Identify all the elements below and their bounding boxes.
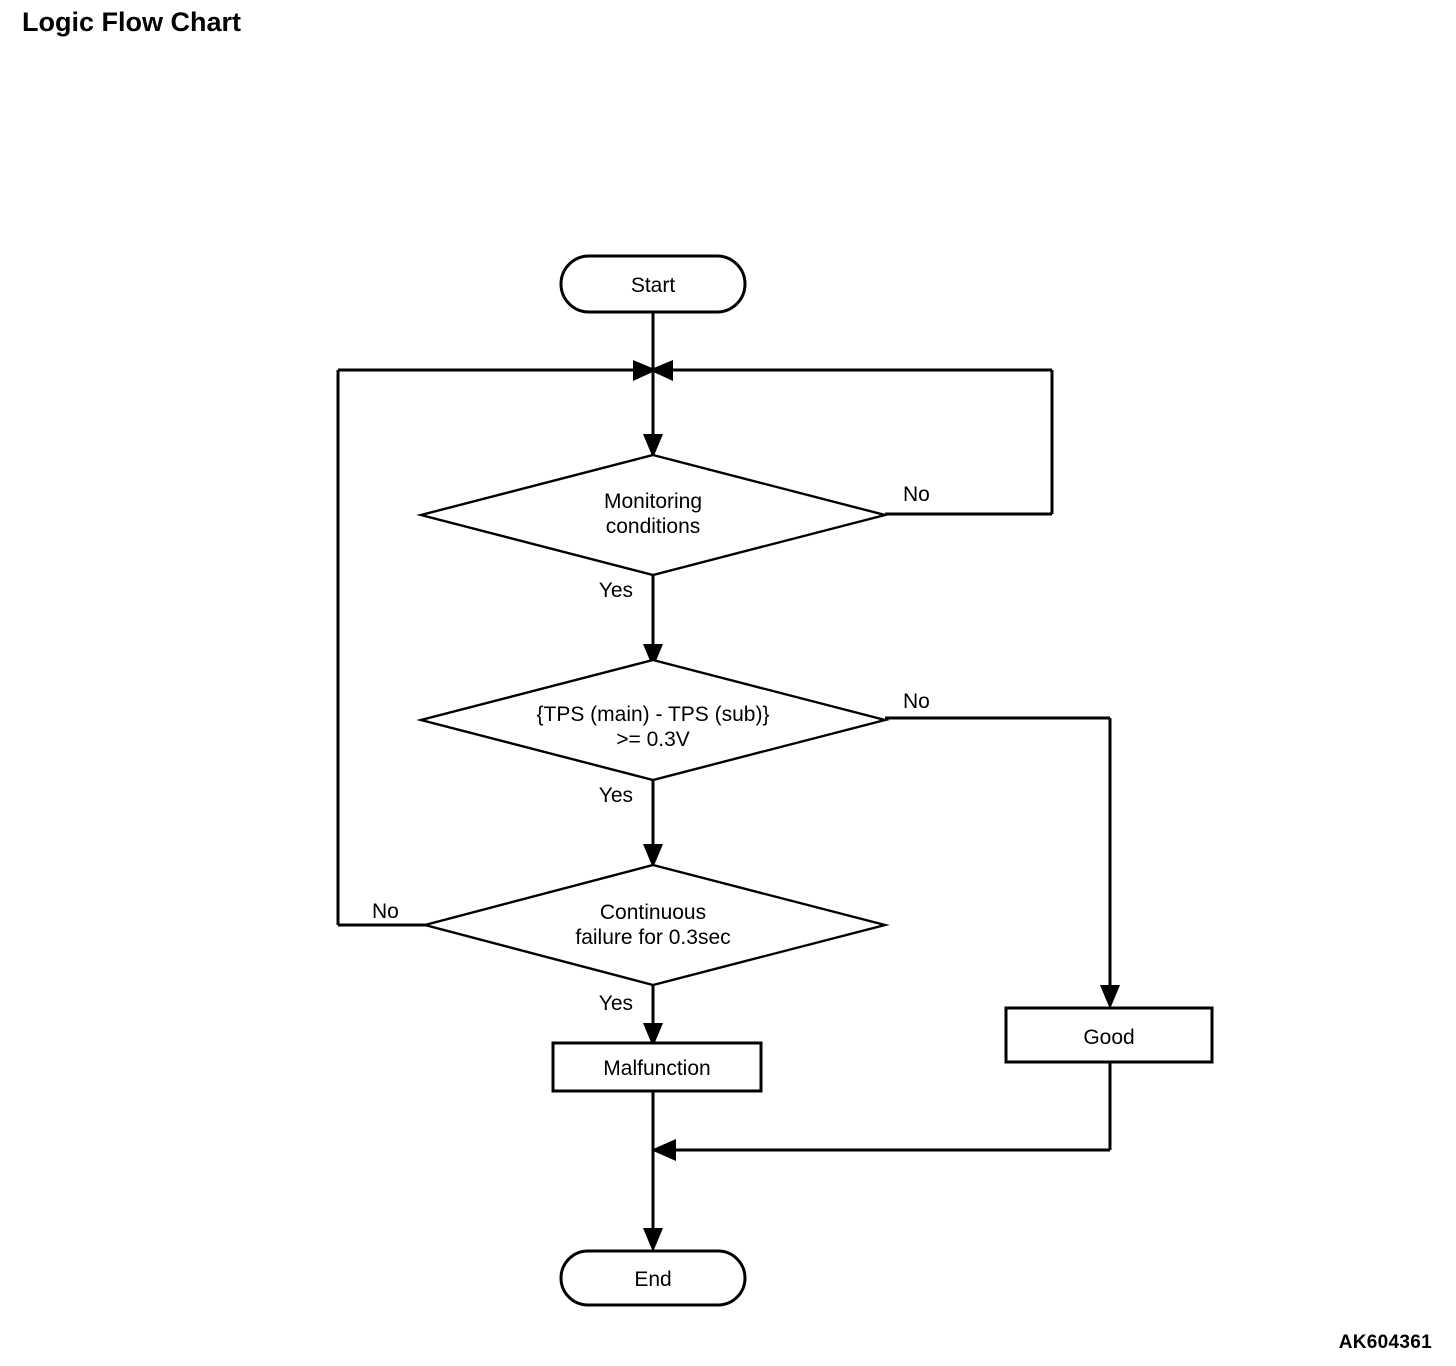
edge-label-tps-yes: Yes [599, 784, 633, 807]
arrow-head-into-tps [643, 644, 663, 668]
continuous-failure-label-line1: Continuous [600, 901, 706, 924]
monitoring-conditions-label-line1: Monitoring [604, 490, 702, 513]
tps-difference-decision[interactable] [416, 658, 890, 782]
edge-label-continuous-yes: Yes [599, 992, 633, 1015]
arrow-head-into-malfunction [643, 1023, 663, 1047]
tps-difference-label-line1: {TPS (main) - TPS (sub)} [536, 703, 769, 726]
arrow-head-into-end [643, 1228, 663, 1252]
malfunction-node[interactable] [551, 1041, 763, 1093]
edge-label-monitoring-yes: Yes [599, 579, 633, 602]
continuous-failure-label-line2: failure for 0.3sec [575, 926, 730, 949]
end-node[interactable] [559, 1249, 747, 1307]
start-node[interactable] [559, 254, 747, 314]
arrow-head-junction-from-left [633, 360, 657, 381]
arrow-head-into-continuous [643, 844, 663, 868]
edge-label-tps-no: No [903, 690, 930, 713]
tps-difference-label-line2: >= 0.3V [616, 728, 690, 751]
good-node-label: Good [1083, 1026, 1134, 1049]
arrow-head-good-merge [651, 1139, 676, 1161]
page-title: Logic Flow Chart [22, 7, 241, 37]
arrow-head-into-good [1100, 985, 1120, 1009]
figure-code: AK604361 [1338, 1332, 1432, 1353]
malfunction-node-label: Malfunction [603, 1057, 710, 1080]
edge-label-continuous-no: No [372, 900, 399, 923]
good-node[interactable] [1004, 1006, 1214, 1064]
arrow-head-into-monitoring [643, 434, 663, 458]
monitoring-conditions-decision[interactable] [416, 453, 890, 577]
edge-label-monitoring-no: No [903, 483, 930, 506]
arrow-head-junction-from-right [649, 360, 673, 381]
monitoring-conditions-label-line2: conditions [606, 515, 701, 538]
end-node-label: End [634, 1268, 671, 1291]
continuous-failure-decision[interactable] [420, 863, 890, 987]
start-node-label: Start [631, 274, 676, 297]
